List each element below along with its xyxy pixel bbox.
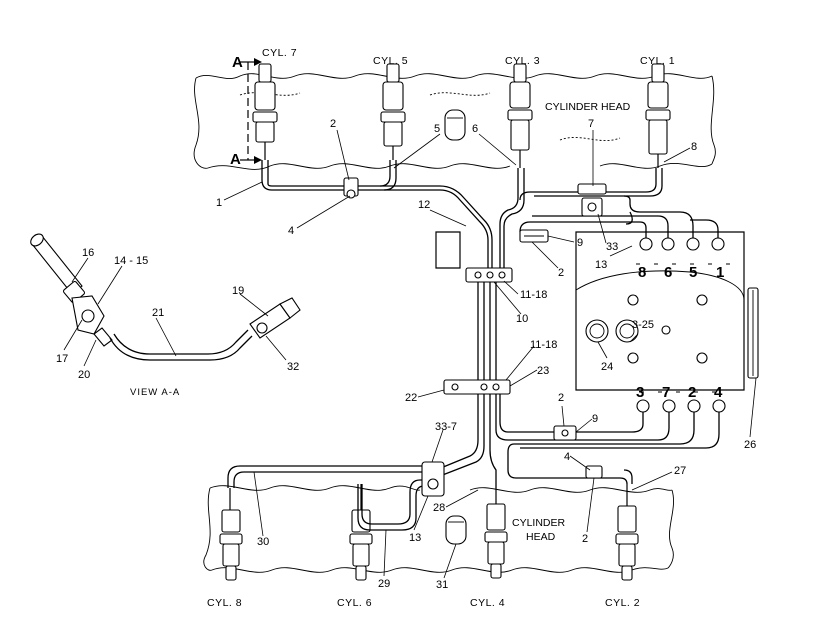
callout-30: 30 (257, 536, 269, 548)
fuel-line-30-cyl-8 (227, 465, 436, 488)
label-cyl-6: CYL. 6 (337, 597, 372, 609)
callout-9-top: 9 (577, 237, 583, 249)
fuel-line-5-cyl-5 (379, 160, 397, 191)
callout-2-mid: 2 (558, 267, 564, 279)
callout-19: 19 (232, 285, 244, 297)
injector-cyl-5 (380, 63, 406, 160)
section-marker (240, 58, 262, 164)
clamp-11-18-top (465, 267, 513, 283)
injector-cyl-8 (219, 488, 243, 581)
injector-cyl-3 (507, 63, 533, 168)
label-cyl-3: CYL. 3 (505, 55, 540, 67)
callout-32: 32 (287, 361, 299, 373)
outlet-label-5: 5 (689, 264, 697, 281)
callout-26: 26 (744, 439, 756, 451)
cap-bottom (445, 515, 467, 545)
clamp-9-top (519, 229, 549, 243)
injector-cyl-1 (645, 63, 671, 168)
leader-lines (63, 129, 757, 579)
callout-13-bottom: 13 (409, 532, 421, 544)
injection-pump (435, 231, 759, 391)
callout-31: 31 (436, 579, 448, 591)
callout-33: 33 (606, 241, 618, 253)
cap-top (444, 109, 466, 141)
fuel-line-29-cyl-6 (357, 479, 436, 531)
injector-cyl-6 (349, 484, 373, 581)
outlet-label-6: 6 (664, 264, 672, 281)
callout-17: 17 (56, 353, 68, 365)
callout-29: 29 (378, 578, 390, 590)
callout-20: 20 (78, 369, 90, 381)
outlet-label-1: 1 (716, 264, 724, 281)
section-marker-bottom: A (230, 151, 241, 168)
label-cyl-8: CYL. 8 (207, 597, 242, 609)
cylinder-head-bottom-label-1: CYLINDER (512, 517, 566, 529)
callout-28: 28 (433, 502, 445, 514)
callout-5: 5 (434, 123, 440, 135)
outlet-label-2: 2 (688, 384, 696, 401)
clamp-33-7 (421, 461, 445, 497)
cylinder-head-bottom-label-2: HEAD (526, 531, 556, 543)
cylinder-head-top-label: CYLINDER HEAD (545, 101, 631, 113)
callout-2-lower: 2 (558, 392, 564, 404)
callout-4-top: 4 (288, 225, 294, 237)
injector-cyl-2 (615, 484, 639, 581)
trunk-lines-vertical (435, 270, 630, 488)
pump-outlets-bottom (636, 399, 726, 413)
pump-outlets-top (639, 237, 725, 251)
label-cyl-4: CYL. 4 (470, 597, 505, 609)
outlet-label-8: 8 (638, 264, 646, 281)
label-cyl-7: CYL. 7 (262, 47, 297, 59)
clamp-top-left (343, 177, 359, 199)
callout-23: 23 (537, 365, 549, 377)
callout-2-bottom: 2 (582, 533, 588, 545)
injector-cyl-7 (252, 63, 278, 160)
callout-11-18-top: 11-18 (520, 289, 547, 301)
callout-4-bottom: 4 (564, 451, 570, 463)
callout-10: 10 (516, 313, 528, 325)
fuel-line-1-cyl-7 (261, 160, 493, 270)
fuel-line-6-cyl-3 (499, 168, 525, 270)
callout-6: 6 (472, 123, 478, 135)
label-cyl-5: CYL. 5 (373, 55, 408, 67)
callout-27: 27 (674, 465, 686, 477)
label-cyl-1: CYL. 1 (640, 55, 675, 67)
callout-1: 1 (216, 197, 222, 209)
clamp-11-18-bottom (443, 379, 511, 395)
lower-cylinder-head-outline (203, 485, 674, 573)
callout-16: 16 (82, 247, 94, 259)
callout-24: 24 (601, 361, 613, 373)
callout-33-7: 33-7 (435, 421, 457, 433)
fuel-line-8-cyl-1 (519, 168, 663, 201)
callout-13-top: 13 (595, 259, 607, 271)
clamp-7 (577, 183, 607, 195)
clamp-27 (585, 465, 603, 479)
section-marker-top: A (232, 54, 243, 71)
clamp-33 (581, 197, 603, 217)
pump-lines-upper (519, 195, 719, 238)
outlet-label-7: 7 (662, 384, 670, 401)
callout-22: 22 (405, 392, 417, 404)
callout-2-top: 2 (330, 118, 336, 130)
callout-3-25: 3-25 (632, 319, 654, 331)
callout-8: 8 (691, 141, 697, 153)
callout-7: 7 (588, 118, 594, 130)
callout-14-15: 14 - 15 (114, 255, 148, 267)
clamp-9-bottom (553, 425, 577, 441)
label-cyl-2: CYL. 2 (605, 597, 640, 609)
callout-21: 21 (152, 307, 164, 319)
callout-11-18-bottom: 11-18 (530, 339, 557, 351)
callout-12: 12 (418, 199, 430, 211)
upper-cylinder-head-outline (193, 73, 716, 170)
view-a-a-drawing (30, 233, 301, 361)
outlet-label-3: 3 (636, 384, 644, 401)
view-a-a-label: VIEW A-A (130, 387, 180, 398)
callout-9-bottom: 9 (592, 413, 598, 425)
injector-cyl-4 (484, 488, 508, 579)
outlet-label-4: 4 (714, 384, 723, 401)
